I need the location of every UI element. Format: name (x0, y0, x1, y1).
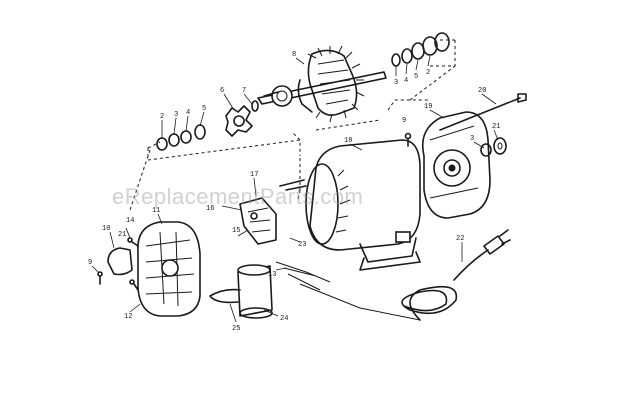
callout-3: 3 (394, 79, 398, 87)
callout-7: 7 (242, 87, 246, 95)
watermark-text: eReplacementParts.com (112, 184, 363, 209)
callout-4: 4 (404, 77, 408, 85)
callout-8: 8 (292, 51, 296, 59)
left-end-bell (137, 221, 201, 317)
fan-gear-hub (225, 100, 259, 137)
through-bolt (439, 93, 527, 131)
left-end-washers (156, 124, 206, 151)
screw-small (404, 132, 412, 147)
callout-5: 5 (414, 73, 418, 81)
callout-3-left: 3 (174, 111, 178, 119)
callout-3-right: 3 (470, 135, 474, 143)
motor-housing (305, 139, 421, 271)
callout-13: 13 (268, 271, 276, 279)
leader-lines (91, 55, 499, 323)
callout-23: 23 (298, 241, 306, 249)
cover-plate (107, 247, 133, 276)
capacitor (237, 264, 273, 319)
callout-16: 16 (206, 205, 214, 213)
callout-20: 20 (478, 87, 486, 95)
rotor-end-washers (391, 32, 450, 67)
callout-21-left: 21 (118, 231, 126, 239)
callout-10: 10 (102, 225, 110, 233)
callout-15: 15 (232, 227, 240, 235)
callout-9-left: 9 (88, 259, 92, 267)
callout-9: 9 (402, 117, 406, 125)
callout-18: 18 (344, 137, 352, 145)
callout-24: 24 (280, 315, 288, 323)
power-cord (401, 229, 511, 321)
callout-4-left: 4 (186, 109, 190, 117)
callout-11: 11 (152, 207, 160, 215)
callout-2: 2 (426, 69, 430, 77)
centrifugal-switch (239, 179, 307, 245)
right-end-bell (421, 111, 491, 219)
assembly-dashed-outline (129, 39, 456, 211)
callout-6: 6 (220, 87, 224, 95)
motor-wiring (275, 261, 421, 321)
callout-12: 12 (124, 313, 132, 321)
callout-22: 22 (456, 235, 464, 243)
right-washers (480, 137, 507, 157)
callout-17: 17 (250, 171, 258, 179)
rotor-assembly (257, 45, 387, 123)
callout-5-left: 5 (202, 105, 206, 113)
callout-25: 25 (232, 325, 240, 333)
callout-19: 19 (424, 103, 432, 111)
capacitor-strap (209, 288, 241, 304)
callout-2-left: 2 (160, 113, 164, 121)
callout-labels: 8 3 4 5 2 6 7 2 3 4 5 20 19 9 3 21 18 17… (88, 51, 500, 333)
callout-21: 21 (492, 123, 500, 131)
small-screws (97, 237, 139, 291)
callout-14: 14 (126, 217, 134, 225)
